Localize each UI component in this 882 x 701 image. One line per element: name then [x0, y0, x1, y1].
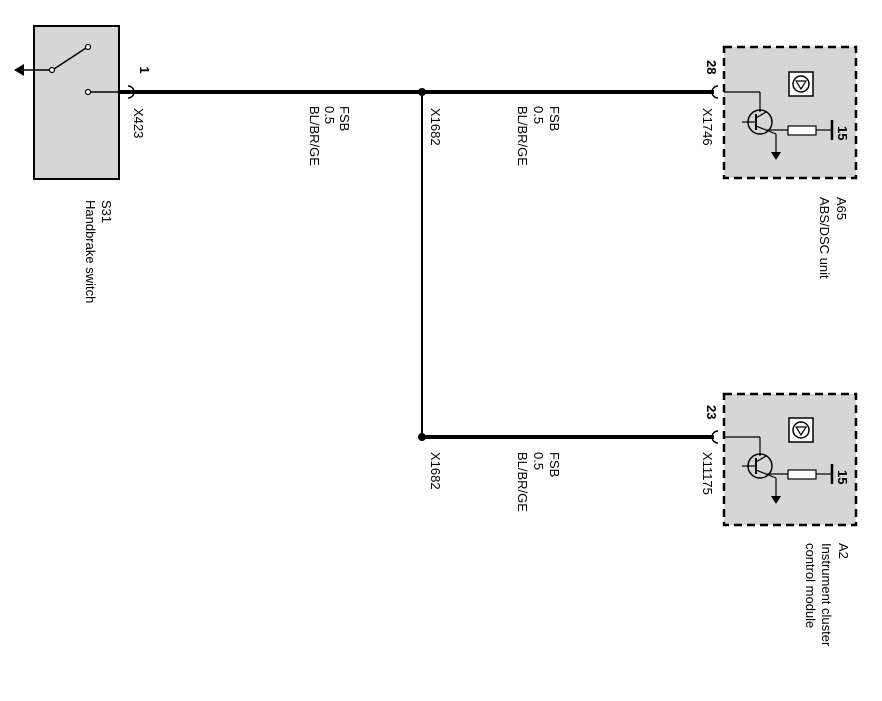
abs-unit-name: ABS/DSC unit: [817, 197, 832, 279]
splice-bottom-connector: X1682: [428, 452, 443, 490]
resistor-icon: [787, 469, 817, 480]
cluster-unit-name-line1: Instrument cluster: [819, 543, 834, 647]
wire-main-color: BL/BR/GE: [307, 106, 322, 166]
abs-dsc-unit: 28 X1746 15 A65 ABS/DSC unit: [700, 45, 858, 279]
abs-connector-label: X1746: [700, 108, 715, 146]
splice-top-connector: X1682: [428, 108, 443, 146]
connector-icon: [711, 430, 719, 444]
wire-abs-size: 0.5: [531, 106, 546, 124]
abs-unit-id: A65: [834, 197, 849, 220]
wire-abs-labels: FSB 0.5 BL/BR/GE: [515, 106, 562, 166]
wire-main-size: 0.5: [322, 106, 337, 124]
cluster-unit-id: A2: [836, 543, 851, 559]
cluster-unit-body: [722, 392, 858, 527]
wire-cluster-type: FSB: [547, 452, 562, 477]
resistor-icon: [787, 125, 817, 136]
abs-supply-label: 15: [835, 126, 850, 140]
wire-main-labels: FSB 0.5 BL/BR/GE: [307, 106, 352, 166]
instrument-cluster-module: 23 X11175 15 A2 Instrument cluster contr…: [700, 392, 858, 647]
splice-dot-bottom: [418, 433, 426, 441]
switch-contact-icon: [53, 47, 87, 70]
cluster-supply-label: 15: [835, 470, 850, 484]
switch-connector-label: X423: [131, 108, 146, 138]
ground-icon: [771, 496, 781, 504]
abs-unit-body: [722, 45, 858, 180]
switch-id: S31: [99, 200, 114, 223]
switch-body: [33, 25, 120, 180]
cluster-pin-number: 23: [704, 405, 719, 419]
wire-cluster-color: BL/BR/GE: [515, 452, 530, 512]
switch-name: Handbrake switch: [83, 200, 98, 303]
ground-icon: [771, 152, 781, 160]
wires: [118, 88, 714, 441]
wire-cluster-size: 0.5: [531, 452, 546, 470]
connector-icon: [711, 85, 719, 99]
switch-pin-number: 1: [137, 66, 152, 73]
cluster-unit-name-line2: control module: [803, 543, 818, 628]
splice-dot-top: [418, 88, 426, 96]
wire-abs-color: BL/BR/GE: [515, 106, 530, 166]
wire-main-type: FSB: [337, 106, 352, 131]
handbrake-switch: 1 X423 S31 Handbrake switch: [14, 25, 152, 303]
ground-icon: [14, 64, 24, 76]
wire-cluster-labels: FSB 0.5 BL/BR/GE: [515, 452, 562, 512]
abs-pin-number: 28: [704, 60, 719, 74]
cluster-connector-label: X11175: [700, 452, 715, 495]
wire-abs-type: FSB: [547, 106, 562, 131]
